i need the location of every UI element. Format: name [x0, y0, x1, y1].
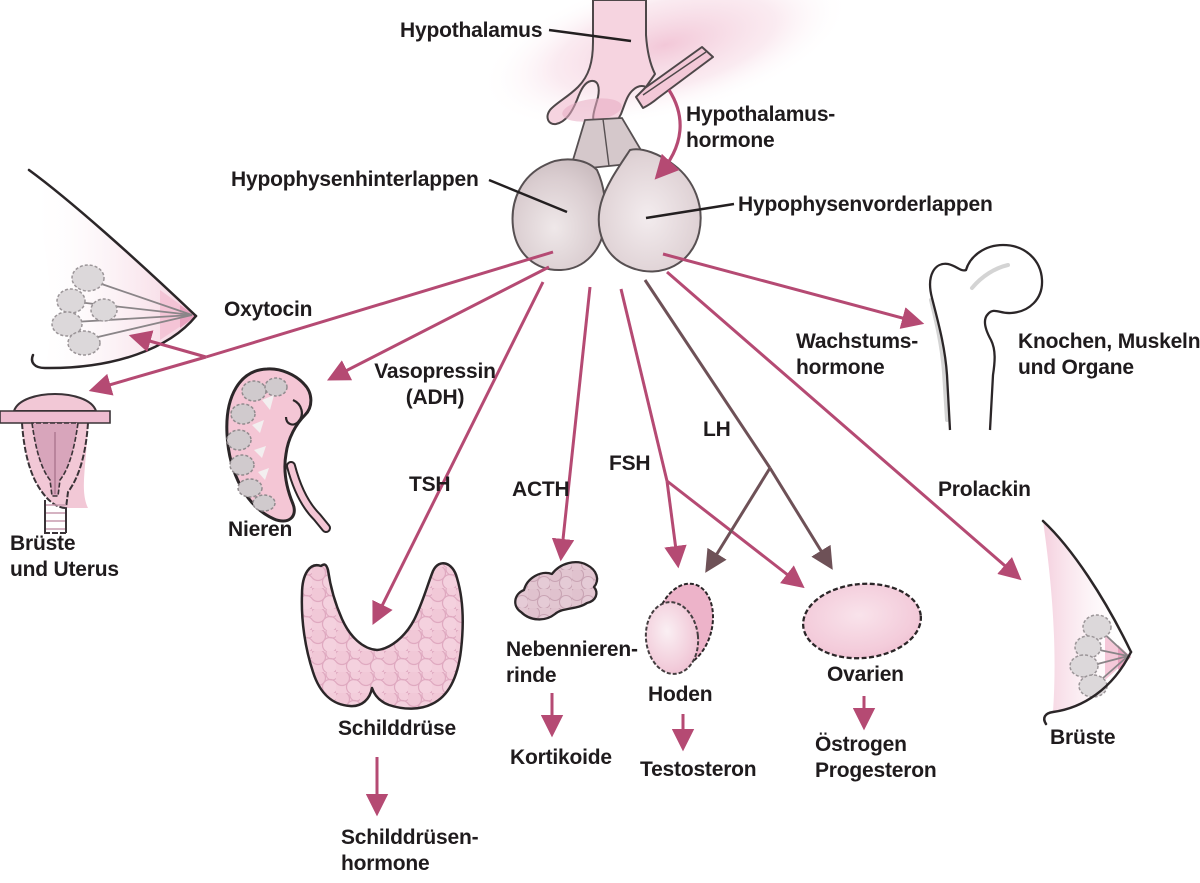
label-brueste-right: Brüste: [1050, 726, 1116, 749]
pointer-line-anterior-lobe: [645, 202, 735, 220]
arrow-lh-to-testis: [705, 467, 772, 573]
pointer-lines: [488, 28, 735, 220]
breast-lobules: [51, 264, 118, 356]
label-hypothalamus: Hypothalamus: [400, 19, 543, 42]
kidney-calyces: [226, 377, 288, 512]
arrow-fsh-to-testis: [664, 480, 687, 569]
organ-testis: [644, 582, 715, 675]
label-schilddruesen-hormone: Schilddrüsen-hormone: [341, 826, 479, 875]
pointer-line-posterior-lobe: [488, 178, 568, 214]
breast-lobules: [1069, 614, 1112, 698]
pituitary-anterior-lobe: [597, 148, 702, 273]
label-hypothalamus-hormone: Hypothalamus-hormone: [686, 103, 836, 152]
hormone-arrows-pink: [88, 89, 1022, 817]
label-nebennierenrinde: Nebennieren-rinde: [506, 638, 638, 687]
arrow-fsh-trunk: [619, 288, 669, 482]
organ-kidney: [225, 367, 331, 533]
label-lh: LH: [703, 418, 731, 441]
label-schilddruese: Schilddrüse: [338, 717, 456, 740]
label-wachstumshormone: Wachstums-hormone: [796, 330, 919, 379]
arrow-oxytocin-to-uterus: [88, 355, 207, 396]
label-testosteron: Testosteron: [640, 758, 757, 781]
label-tsh: TSH: [409, 473, 451, 496]
organ-ovary: [801, 582, 923, 660]
organ-uterus: [0, 392, 111, 534]
pituitary-posterior-lobe: [511, 158, 607, 272]
arrow-prolackin: [666, 270, 1022, 581]
label-vasopressin: Vasopressin(ADH): [374, 360, 496, 409]
hypothalamus-shape: [546, 0, 656, 130]
label-anterior-lobe: Hypophysenvorderlappen: [738, 193, 993, 216]
organ-breast-left: [27, 168, 198, 370]
label-posterior-lobe: Hypophysenhinterlappen: [231, 168, 479, 191]
arrow-fsh-to-ovary: [666, 479, 805, 589]
organ-thyroid: [300, 562, 464, 710]
arrow-oxytocin-trunk: [205, 250, 554, 359]
arrow-oxytocin-to-breast: [128, 330, 207, 359]
label-fsh: FSH: [609, 452, 651, 475]
arrow-wachstumshormone: [662, 252, 925, 329]
arrow-tsh: [372, 281, 545, 626]
arrow-lh-trunk: [643, 279, 772, 469]
hormone-arrows-dark: [643, 279, 833, 573]
brain-base-wash: [479, 0, 851, 129]
kidney-papillae: [252, 395, 274, 480]
label-kortikoide: Kortikoide: [510, 746, 612, 769]
arrow-vasopressin: [326, 265, 550, 381]
label-acth: ACTH: [512, 478, 570, 501]
organ-breast-right: [1041, 519, 1133, 726]
organ-femur-bone: [928, 243, 1044, 431]
organ-adrenal-cortex: [514, 561, 599, 621]
label-nieren: Nieren: [228, 518, 293, 541]
arrow-acth: [551, 286, 592, 562]
label-prolackin: Prolackin: [938, 478, 1031, 501]
label-hoden: Hoden: [648, 683, 713, 706]
label-oxytocin: Oxytocin: [224, 298, 313, 321]
label-ovarien: Ovarien: [827, 663, 904, 686]
arrow-hypothalamus-hormone: [654, 89, 682, 180]
pointer-line-hypothalamus: [548, 28, 632, 43]
brain-base-band: [635, 46, 714, 109]
arrow-lh-to-ovary: [768, 467, 833, 570]
